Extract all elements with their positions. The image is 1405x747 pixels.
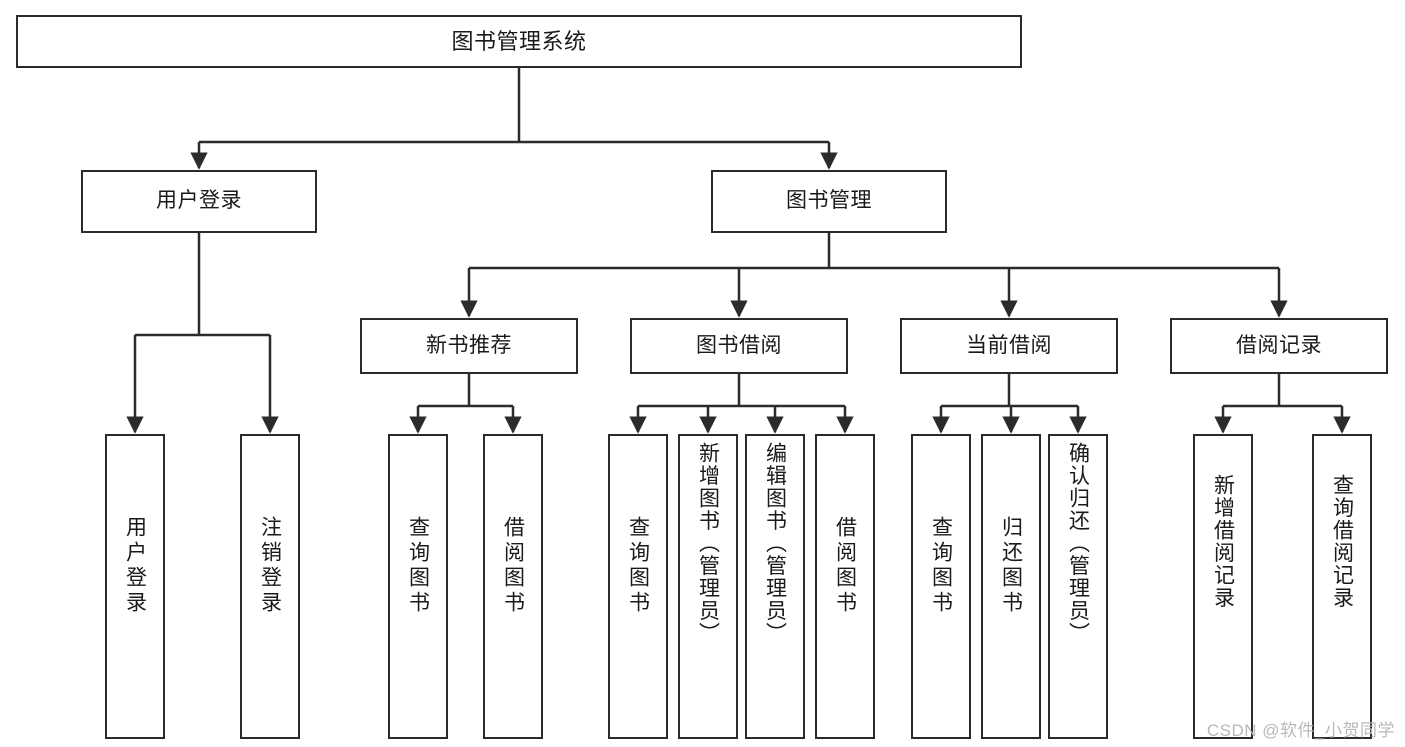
node-root-book-management-system[interactable]: 图书管理系统 bbox=[16, 15, 1022, 68]
node-label: 图书管理 bbox=[786, 189, 872, 213]
node-label: 注销登录 bbox=[258, 516, 282, 616]
node-leaf-user-login[interactable]: 用户登录 bbox=[105, 434, 165, 739]
node-label: 查询图书 bbox=[626, 516, 650, 616]
csdn-watermark: CSDN @软件_小贺同学 bbox=[1206, 721, 1395, 740]
node-label: 用户登录 bbox=[123, 516, 147, 616]
node-leaf-return-book[interactable]: 归还图书 bbox=[981, 434, 1041, 739]
node-new-book-recommend[interactable]: 新书推荐 bbox=[360, 318, 578, 374]
node-label: 新增借阅记录 bbox=[1211, 474, 1235, 609]
node-label: 确认归还（管理员） bbox=[1066, 442, 1090, 645]
node-label: 图书借阅 bbox=[696, 333, 782, 357]
node-borrow-record[interactable]: 借阅记录 bbox=[1170, 318, 1388, 374]
node-label: 当前借阅 bbox=[966, 333, 1052, 357]
node-label: 查询图书 bbox=[406, 516, 430, 616]
node-book-manage[interactable]: 图书管理 bbox=[711, 170, 947, 233]
node-leaf-edit-book-admin[interactable]: 编辑图书（管理员） bbox=[745, 434, 805, 739]
node-book-borrow[interactable]: 图书借阅 bbox=[630, 318, 848, 374]
node-label: 新书推荐 bbox=[426, 333, 512, 357]
node-label: 归还图书 bbox=[999, 516, 1023, 616]
node-leaf-add-borrow-record[interactable]: 新增借阅记录 bbox=[1193, 434, 1253, 739]
node-leaf-borrow-book-borrow[interactable]: 借阅图书 bbox=[815, 434, 875, 739]
node-leaf-confirm-return-admin[interactable]: 确认归还（管理员） bbox=[1048, 434, 1108, 739]
node-label: 借阅图书 bbox=[833, 516, 857, 616]
node-label: 新增图书（管理员） bbox=[696, 442, 720, 645]
node-leaf-add-book-admin[interactable]: 新增图书（管理员） bbox=[678, 434, 738, 739]
node-leaf-query-book-borrow[interactable]: 查询图书 bbox=[608, 434, 668, 739]
node-leaf-query-book-current[interactable]: 查询图书 bbox=[911, 434, 971, 739]
node-label: 借阅记录 bbox=[1236, 333, 1322, 357]
node-label: 查询借阅记录 bbox=[1330, 474, 1354, 609]
node-label: 借阅图书 bbox=[501, 516, 525, 616]
node-label: 图书管理系统 bbox=[451, 28, 587, 54]
node-leaf-query-book-new[interactable]: 查询图书 bbox=[388, 434, 448, 739]
node-label: 查询图书 bbox=[929, 516, 953, 616]
node-leaf-borrow-book-new[interactable]: 借阅图书 bbox=[483, 434, 543, 739]
node-current-borrow[interactable]: 当前借阅 bbox=[900, 318, 1118, 374]
node-user-login[interactable]: 用户登录 bbox=[81, 170, 317, 233]
node-leaf-logout-login[interactable]: 注销登录 bbox=[240, 434, 300, 739]
node-label: 编辑图书（管理员） bbox=[763, 442, 787, 645]
node-leaf-query-borrow-record[interactable]: 查询借阅记录 bbox=[1312, 434, 1372, 739]
node-label: 用户登录 bbox=[156, 189, 242, 213]
